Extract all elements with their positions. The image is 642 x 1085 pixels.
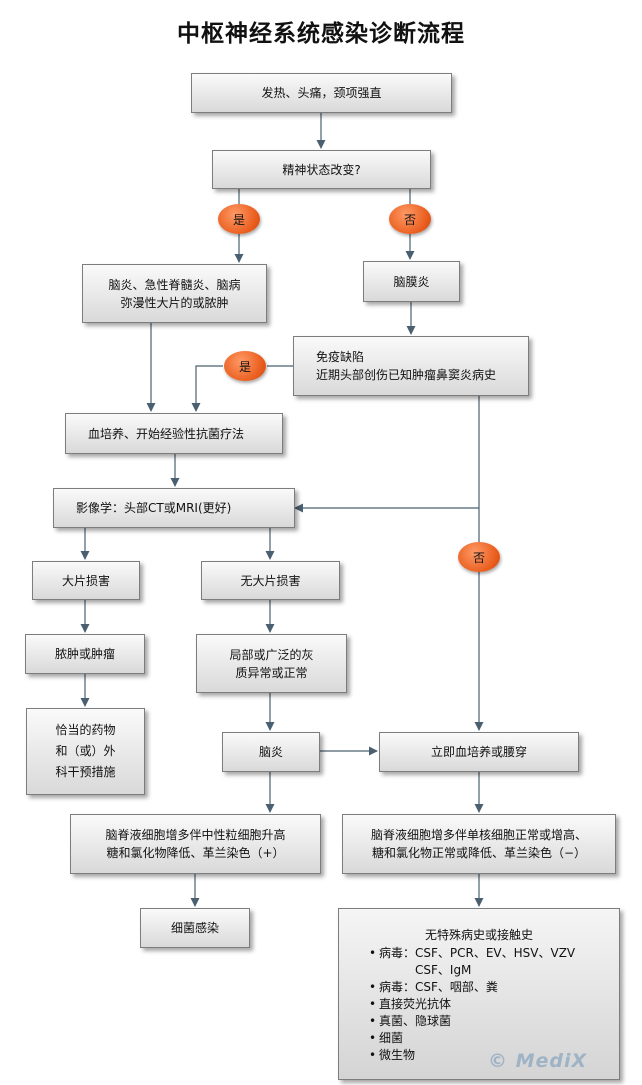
node-csf-neutrophil: 脑脊液细胞增多伴中性粒细胞升高 糖和氯化物降低、革兰染色（+） <box>70 814 321 874</box>
node-encephalitis: 脑炎 <box>222 732 320 772</box>
node-mental-status: 精神状态改变? <box>212 150 431 189</box>
node-mass-lesion: 大片损害 <box>32 561 140 600</box>
list-item: 直接荧光抗体 <box>369 996 609 1013</box>
node-immunodeficiency: 免疫缺陷 近期头部创伤已知肿瘤鼻窦炎病史 <box>293 336 529 396</box>
node-meningitis: 脑膜炎 <box>363 261 460 302</box>
node-lumbar-puncture: 立即血培养或腰穿 <box>379 732 579 772</box>
medix-watermark: © MediX <box>488 1050 588 1072</box>
node-symptoms: 发热、头痛，颈项强直 <box>191 73 452 113</box>
node-no-special-history: 无特殊病史或接触史 病毒：CSF、PCR、EV、HSV、VZV CSF、IgM … <box>338 908 620 1080</box>
list-item: 病毒：CSF、咽部、粪 <box>369 979 609 996</box>
node-encephalitis-diagnosis: 脑炎、急性脊髓炎、脑病 弥漫性大片的或脓肿 <box>82 264 267 323</box>
decision-yes-immuno: 是 <box>224 351 266 381</box>
node-treatment: 恰当的药物 和（或）外 科干预措施 <box>26 708 145 795</box>
node-bacterial-infection: 细菌感染 <box>140 908 250 948</box>
list-item: 微生物 <box>369 1047 609 1064</box>
decision-no-mental: 否 <box>389 204 431 234</box>
final-list: 病毒：CSF、PCR、EV、HSV、VZV CSF、IgM 病毒：CSF、咽部、… <box>369 945 609 1064</box>
final-heading: 无特殊病史或接触史 <box>424 928 533 942</box>
page-title: 中枢神经系统感染诊断流程 <box>177 20 465 47</box>
node-imaging: 影像学：头部CT或MRI(更好) <box>53 488 295 528</box>
node-blood-culture: 血培养、开始经验性抗菌疗法 <box>65 413 283 454</box>
decision-yes-mental: 是 <box>218 204 260 234</box>
list-item: 病毒：CSF、PCR、EV、HSV、VZV CSF、IgM <box>369 945 609 979</box>
list-item: 真菌、隐球菌 <box>369 1013 609 1030</box>
list-item: 细菌 <box>369 1030 609 1047</box>
node-no-mass-lesion: 无大片损害 <box>201 561 340 600</box>
decision-no-immuno: 否 <box>458 542 500 572</box>
arrow-yes2-blood <box>191 365 223 412</box>
node-abscess-tumor: 脓肿或肿瘤 <box>25 634 145 674</box>
node-gray-matter: 局部或广泛的灰 质异常或正常 <box>196 634 347 693</box>
node-csf-mononuclear: 脑脊液细胞增多伴单核细胞正常或增高、 糖和氯化物正常或降低、革兰染色（−） <box>342 814 616 874</box>
